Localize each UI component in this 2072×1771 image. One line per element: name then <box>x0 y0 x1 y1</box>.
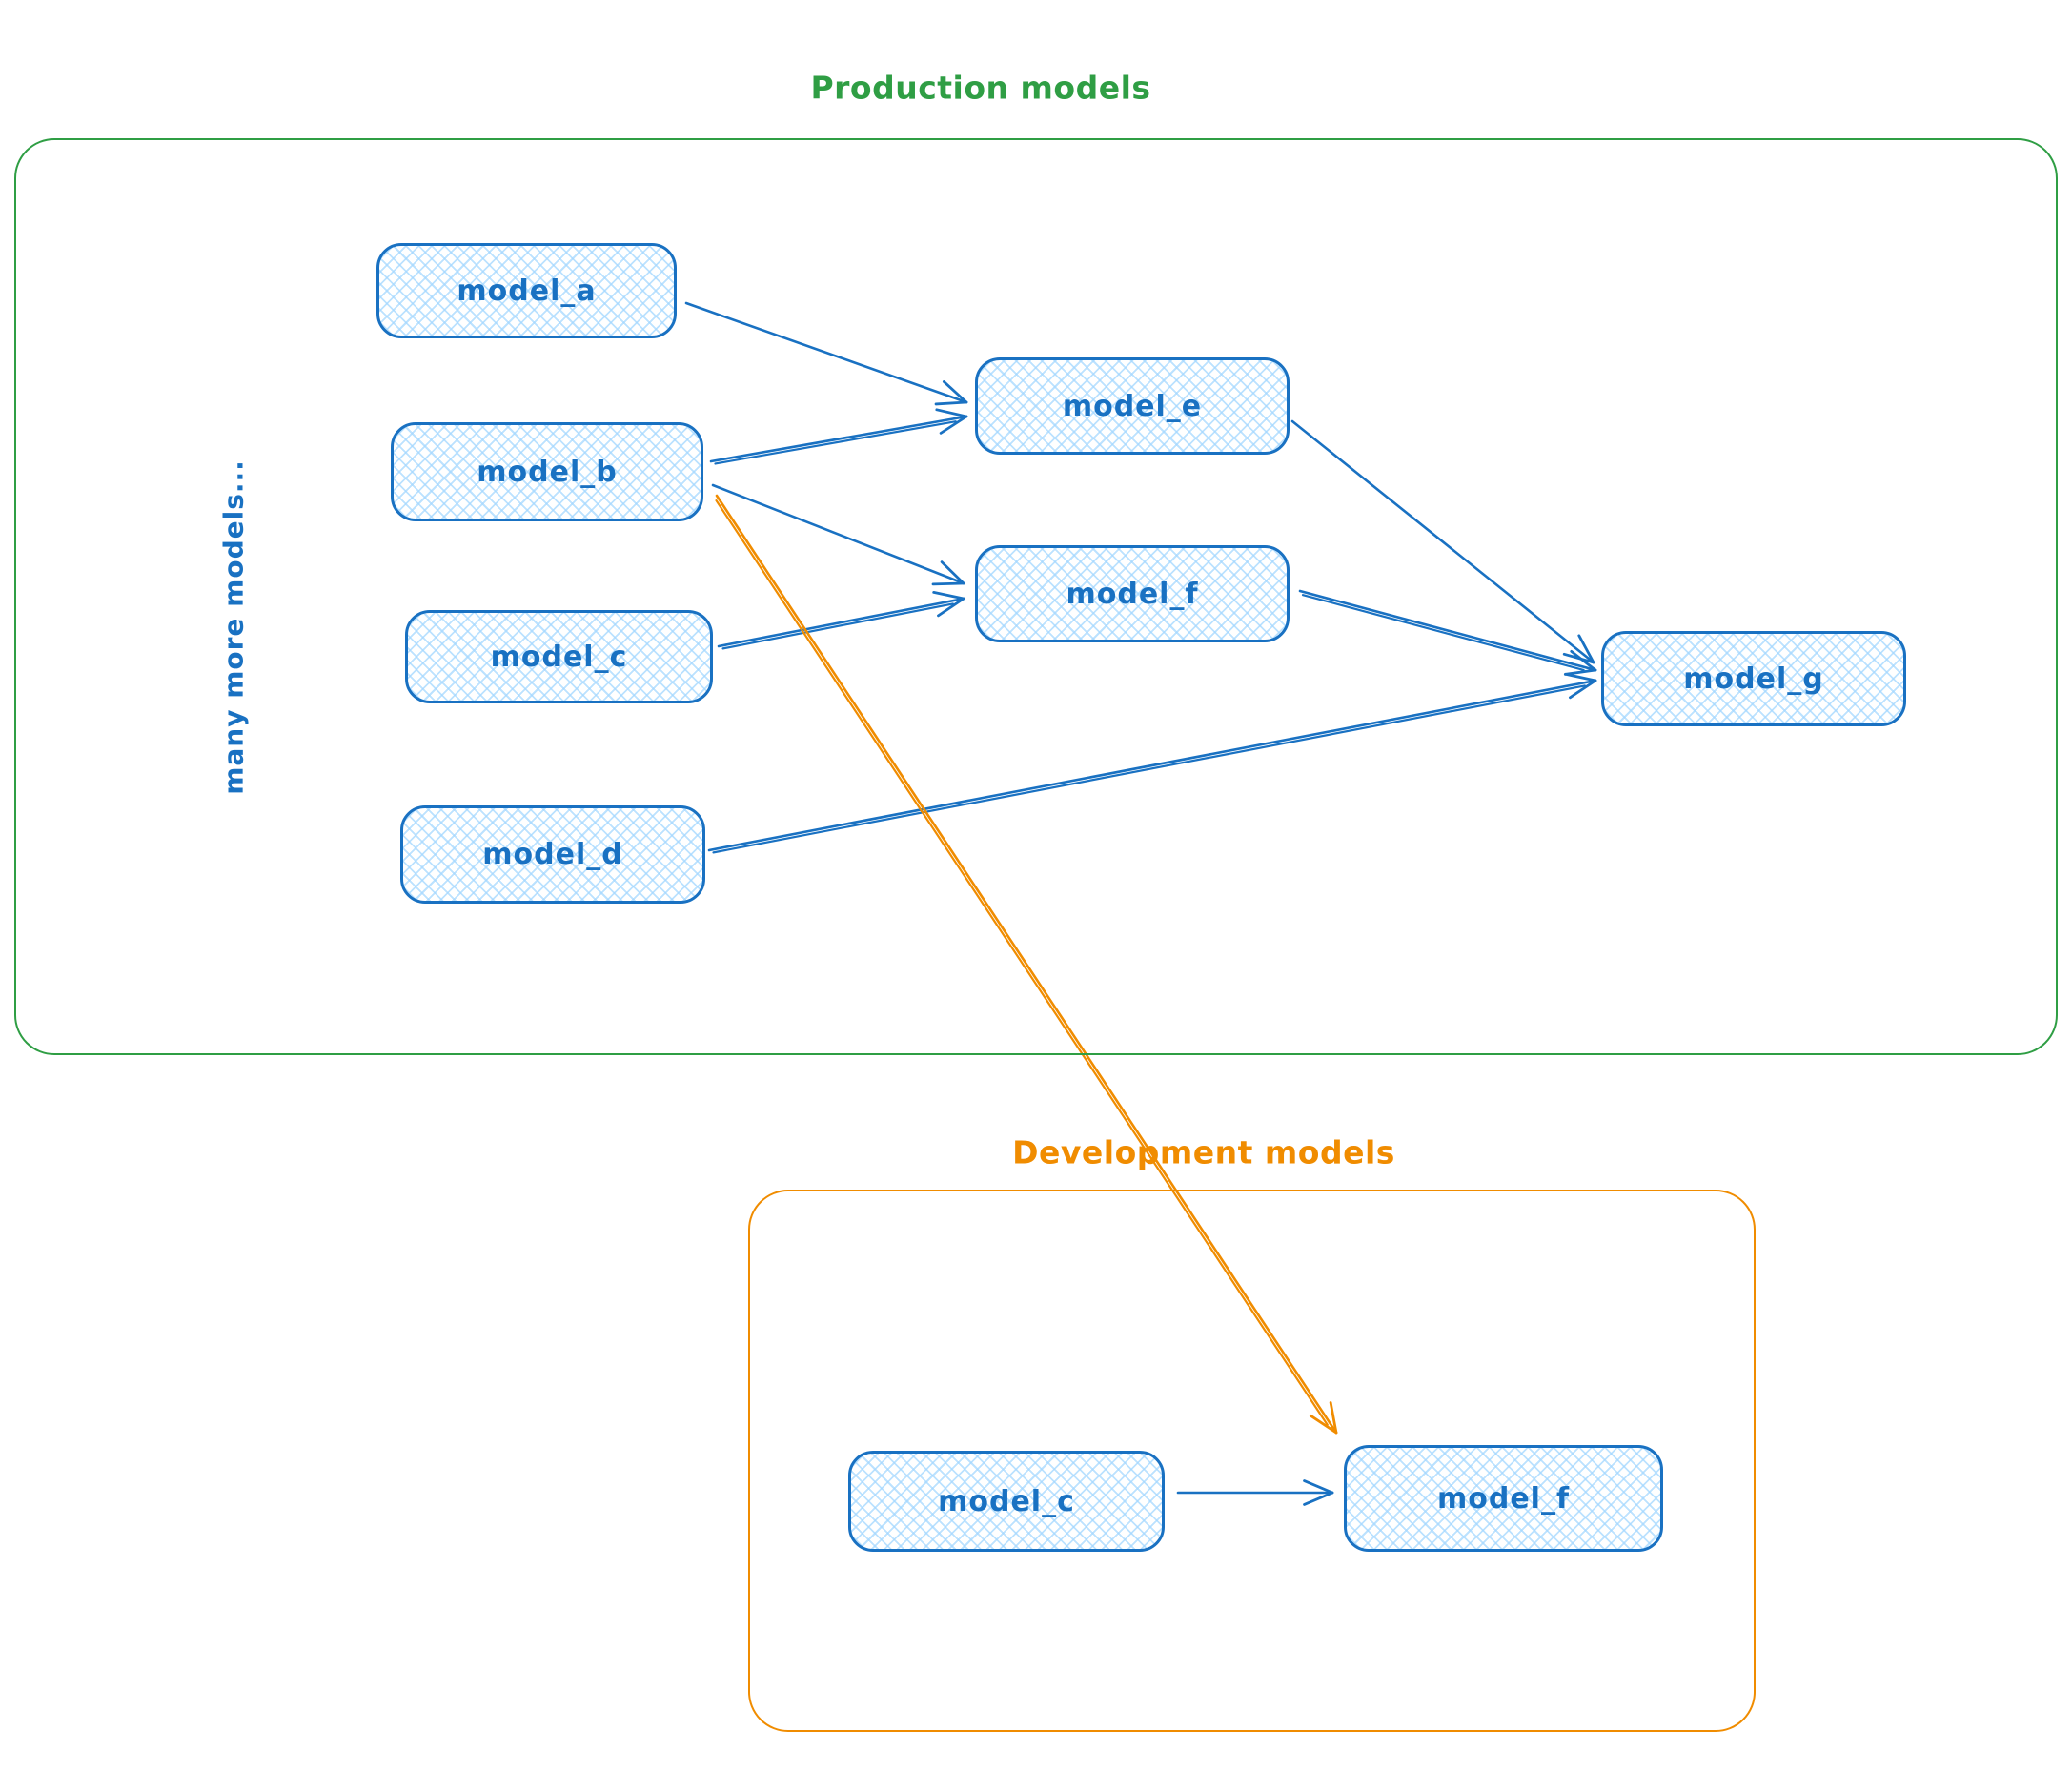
production-frame[interactable] <box>14 138 2058 1055</box>
node-dev-model-f[interactable]: model_f <box>1344 1445 1663 1552</box>
node-model-c[interactable]: model_c <box>405 610 713 703</box>
node-model-e-label: model_e <box>1062 389 1203 423</box>
node-model-d[interactable]: model_d <box>400 805 705 904</box>
production-frame-title[interactable]: Production models <box>810 69 1151 107</box>
node-model-a[interactable]: model_a <box>376 243 677 338</box>
node-model-b[interactable]: model_b <box>391 422 703 521</box>
node-model-g[interactable]: model_g <box>1601 631 1906 726</box>
development-frame-title[interactable]: Development models <box>1012 1133 1395 1171</box>
node-model-c-label: model_c <box>490 640 628 674</box>
many-more-models-note[interactable]: many more models... <box>217 459 250 795</box>
node-model-g-label: model_g <box>1683 662 1824 696</box>
node-dev-model-c[interactable]: model_c <box>848 1451 1165 1552</box>
node-model-a-label: model_a <box>457 274 597 308</box>
node-dev-model-f-label: model_f <box>1436 1481 1571 1516</box>
node-model-b-label: model_b <box>477 455 618 489</box>
node-dev-model-c-label: model_c <box>938 1484 1075 1518</box>
node-model-f-label: model_f <box>1066 577 1199 611</box>
node-model-e[interactable]: model_e <box>975 357 1290 455</box>
node-model-d-label: model_d <box>482 838 623 871</box>
node-model-f[interactable]: model_f <box>975 545 1290 642</box>
development-frame[interactable] <box>748 1190 1756 1732</box>
